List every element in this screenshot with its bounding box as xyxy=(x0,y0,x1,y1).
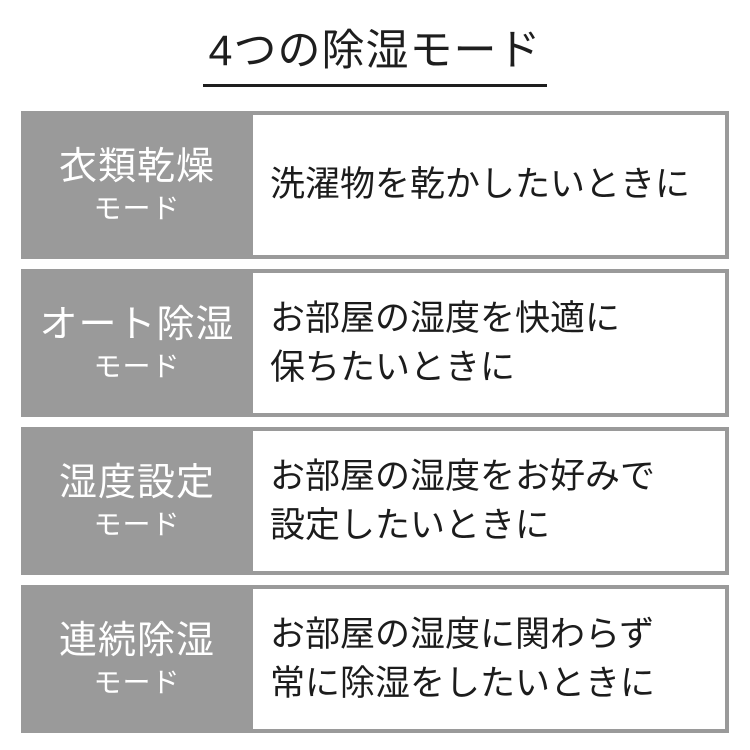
mode-suffix: モード xyxy=(93,350,181,382)
mode-name: オート除湿 xyxy=(39,303,235,346)
mode-suffix: モード xyxy=(93,508,181,540)
mode-label-cell: 湿度設定 モード xyxy=(21,427,253,575)
mode-row: 衣類乾燥 モード 洗濯物を乾かしたいときに xyxy=(21,111,729,260)
description-line: 常に除湿をしたいときに xyxy=(270,664,656,704)
mode-label-cell: 連続除湿 モード xyxy=(21,585,253,733)
mode-name: 湿度設定 xyxy=(58,461,215,504)
mode-row: オート除湿 モード お部屋の湿度を快適に保ちたいときに xyxy=(21,269,729,418)
description-line: お部屋の湿度を快適に xyxy=(270,298,621,338)
mode-row: 湿度設定 モード お部屋の湿度をお好みで設定したいときに xyxy=(21,427,729,576)
mode-table: 衣類乾燥 モード 洗濯物を乾かしたいときに オート除湿 モード お部屋の湿度を快… xyxy=(21,111,729,734)
title-wrap: 4つの除湿モード xyxy=(0,0,750,88)
mode-label-cell: オート除湿 モード xyxy=(21,269,253,417)
mode-suffix: モード xyxy=(93,666,181,698)
mode-description-cell: お部屋の湿度に関わらず常に除湿をしたいときに xyxy=(253,589,725,730)
mode-suffix: モード xyxy=(93,192,181,224)
description-line: 洗濯物を乾かしたいときに xyxy=(270,165,691,205)
mode-row: 連続除湿 モード お部屋の湿度に関わらず常に除湿をしたいときに xyxy=(21,585,729,734)
description-line: お部屋の湿度に関わらず xyxy=(270,614,655,654)
description-line: 保ちたいときに xyxy=(270,348,516,388)
mode-name: 衣類乾燥 xyxy=(58,145,215,188)
mode-description-cell: お部屋の湿度を快適に保ちたいときに xyxy=(253,273,725,414)
description-line: お部屋の湿度をお好みで xyxy=(270,456,656,496)
description-line: 設定したいときに xyxy=(270,506,551,546)
page-title: 4つの除湿モード xyxy=(202,27,548,88)
mode-description-cell: 洗濯物を乾かしたいときに xyxy=(253,115,725,256)
mode-label-cell: 衣類乾燥 モード xyxy=(21,111,253,259)
mode-name: 連続除湿 xyxy=(58,619,215,662)
mode-description-cell: お部屋の湿度をお好みで設定したいときに xyxy=(253,431,725,572)
